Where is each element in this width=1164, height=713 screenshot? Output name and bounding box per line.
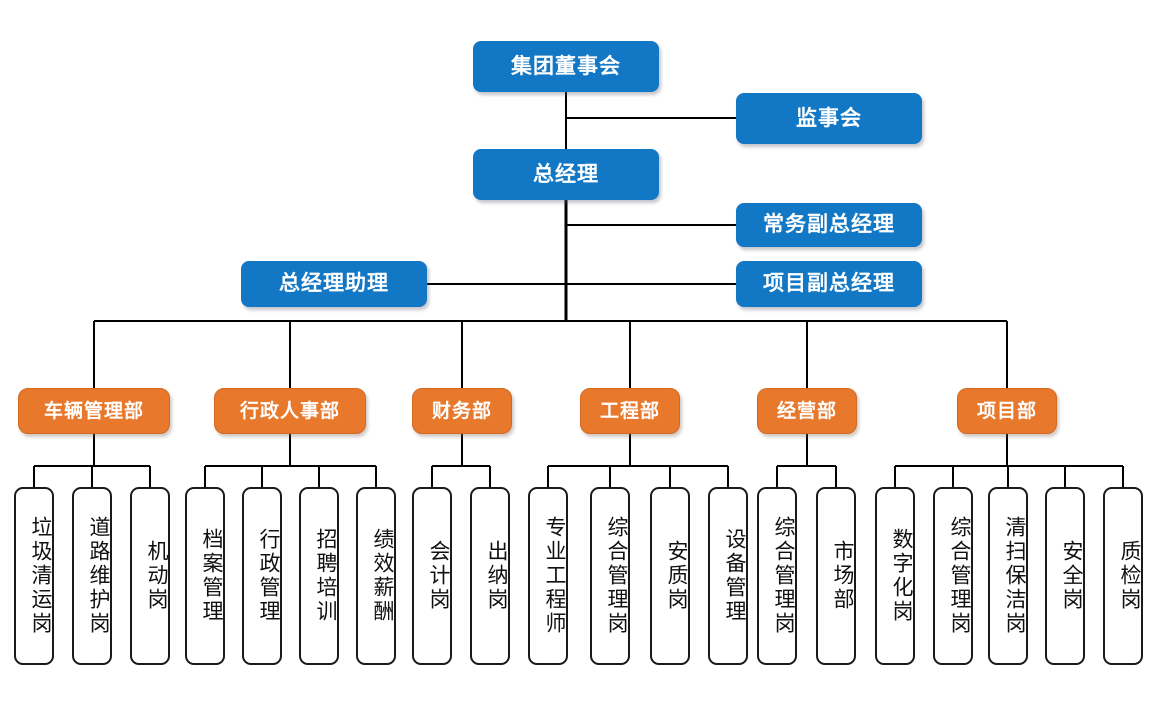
position-node-label: 绩效薪酬 xyxy=(371,528,395,624)
position-node-p11[interactable]: 综合管理岗 xyxy=(590,487,630,665)
dept-node-business[interactable]: 经营部 xyxy=(757,388,857,434)
exec-node-label: 总经理 xyxy=(533,161,599,186)
dept-node-engineer[interactable]: 工程部 xyxy=(580,388,680,434)
position-node-p20[interactable]: 质检岗 xyxy=(1103,487,1143,665)
position-node-label: 设备管理 xyxy=(723,528,747,624)
exec-node-supervisors[interactable]: 监事会 xyxy=(736,93,922,144)
exec-node-label: 总经理助理 xyxy=(279,271,389,296)
dept-node-label: 项目部 xyxy=(976,399,1037,422)
position-node-p19[interactable]: 安全岗 xyxy=(1045,487,1085,665)
exec-node-label: 常务副总经理 xyxy=(763,212,895,237)
position-node-p13[interactable]: 设备管理 xyxy=(708,487,748,665)
position-node-p05[interactable]: 行政管理 xyxy=(242,487,282,665)
position-node-label: 道路维护岗 xyxy=(87,516,111,636)
exec-node-proj_deputy_gm[interactable]: 项目副总经理 xyxy=(736,261,922,307)
dept-node-project[interactable]: 项目部 xyxy=(957,388,1057,434)
position-node-label: 综合管理岗 xyxy=(772,516,796,636)
position-node-label: 行政管理 xyxy=(257,528,281,624)
position-node-p02[interactable]: 道路维护岗 xyxy=(72,487,112,665)
position-node-label: 安质岗 xyxy=(665,540,689,612)
position-node-label: 综合管理岗 xyxy=(948,516,972,636)
position-node-label: 清扫保洁岗 xyxy=(1003,516,1027,636)
position-node-label: 综合管理岗 xyxy=(605,516,629,636)
position-node-label: 市场部 xyxy=(831,540,855,612)
position-node-label: 档案管理 xyxy=(200,528,224,624)
position-node-label: 机动岗 xyxy=(145,540,169,612)
position-node-p04[interactable]: 档案管理 xyxy=(185,487,225,665)
position-node-p06[interactable]: 招聘培训 xyxy=(299,487,339,665)
dept-node-admin_hr[interactable]: 行政人事部 xyxy=(214,388,366,434)
exec-node-label: 监事会 xyxy=(796,105,862,130)
exec-node-label: 项目副总经理 xyxy=(763,271,895,296)
dept-node-label: 工程部 xyxy=(599,399,660,422)
dept-node-label: 财务部 xyxy=(431,399,492,422)
position-node-p03[interactable]: 机动岗 xyxy=(130,487,170,665)
position-node-label: 会计岗 xyxy=(427,540,451,612)
position-node-label: 数字化岗 xyxy=(890,528,914,624)
position-node-p12[interactable]: 安质岗 xyxy=(650,487,690,665)
position-node-p01[interactable]: 垃圾清运岗 xyxy=(14,487,54,665)
exec-node-gm_assistant[interactable]: 总经理助理 xyxy=(241,261,427,307)
position-node-label: 出纳岗 xyxy=(485,540,509,612)
position-node-p09[interactable]: 出纳岗 xyxy=(470,487,510,665)
position-node-label: 安全岗 xyxy=(1060,540,1084,612)
position-node-p17[interactable]: 综合管理岗 xyxy=(933,487,973,665)
dept-node-label: 车辆管理部 xyxy=(43,399,144,422)
dept-node-label: 经营部 xyxy=(776,399,837,422)
dept-node-finance[interactable]: 财务部 xyxy=(412,388,512,434)
position-node-p10[interactable]: 专业工程师 xyxy=(528,487,568,665)
position-node-p15[interactable]: 市场部 xyxy=(816,487,856,665)
position-node-p08[interactable]: 会计岗 xyxy=(412,487,452,665)
exec-node-exec_deputy_gm[interactable]: 常务副总经理 xyxy=(736,203,922,247)
dept-node-label: 行政人事部 xyxy=(239,399,340,422)
position-node-label: 垃圾清运岗 xyxy=(29,516,53,636)
exec-node-gm[interactable]: 总经理 xyxy=(473,149,659,200)
position-node-p18[interactable]: 清扫保洁岗 xyxy=(988,487,1028,665)
position-node-label: 专业工程师 xyxy=(543,516,567,636)
position-node-p16[interactable]: 数字化岗 xyxy=(875,487,915,665)
dept-node-vehicle[interactable]: 车辆管理部 xyxy=(18,388,170,434)
position-node-p07[interactable]: 绩效薪酬 xyxy=(356,487,396,665)
position-node-p14[interactable]: 综合管理岗 xyxy=(757,487,797,665)
exec-node-label: 集团董事会 xyxy=(511,53,621,78)
exec-node-board[interactable]: 集团董事会 xyxy=(473,41,659,92)
position-node-label: 招聘培训 xyxy=(314,528,338,624)
position-node-label: 质检岗 xyxy=(1118,540,1142,612)
